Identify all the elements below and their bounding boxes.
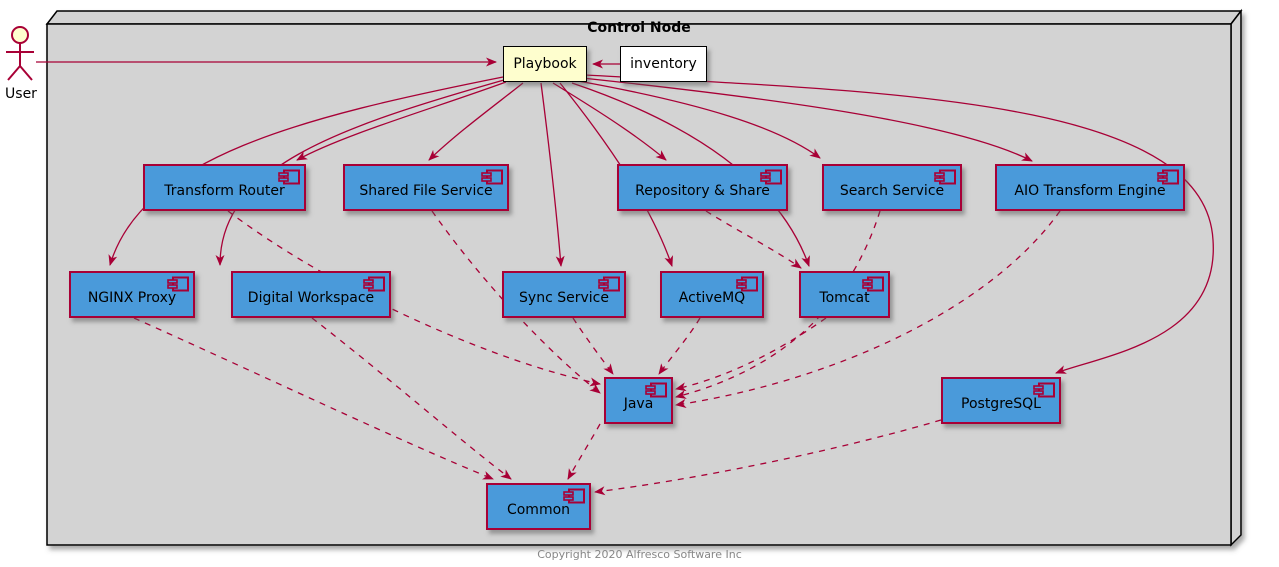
tomcat-label: Tomcat	[819, 290, 870, 306]
activemq-label: ActiveMQ	[678, 290, 746, 306]
component-icon	[760, 169, 782, 185]
search_service-label: Search Service	[839, 183, 945, 199]
component-activemq: ActiveMQ	[660, 271, 764, 318]
edge-playbook-to-aio_transform_engine	[581, 77, 1033, 162]
component-icon	[278, 169, 300, 185]
component-java: Java	[604, 377, 673, 424]
edge-nginx_proxy-to-common	[133, 317, 494, 480]
edge-playbook-to-postgresql	[584, 74, 1214, 374]
edge-playbook-to-tomcat	[571, 82, 810, 267]
component-search_service: Search Service	[822, 164, 962, 211]
user-actor-label: User	[5, 86, 37, 102]
user-actor-icon	[6, 26, 34, 81]
nginx_proxy-label: NGINX Proxy	[87, 290, 177, 306]
copyright-footer: Copyright 2020 Alfresco Software Inc	[537, 548, 742, 561]
common-label: Common	[506, 502, 571, 518]
edge-playbook-to-search_service	[577, 80, 821, 159]
control-node-title: Control Node	[587, 20, 691, 36]
component-shared_file_service: Shared File Service	[343, 164, 509, 211]
artifact-inventory: inventory	[620, 46, 707, 82]
sync_service-label: Sync Service	[519, 290, 609, 306]
control-node-box	[45, 8, 1243, 547]
edge-postgresql-to-common	[594, 419, 942, 496]
component-icon	[363, 276, 385, 292]
component-icon	[563, 488, 585, 504]
edge-tomcat-to-java	[675, 317, 827, 392]
edge-playbook-to-digital_workspace	[215, 79, 505, 266]
edge-repository_share-to-tomcat	[705, 210, 802, 269]
repository_share-label: Repository & Share	[635, 183, 770, 199]
component-nginx_proxy: NGINX Proxy	[69, 271, 195, 318]
edge-playbook-to-transform_router	[296, 81, 507, 161]
component-common: Common	[486, 483, 591, 530]
component-icon	[862, 276, 884, 292]
component-postgresql: PostgreSQL	[941, 377, 1061, 424]
edge-layer	[36, 57, 1214, 496]
edge-search_service-to-java	[675, 210, 881, 399]
component-icon	[481, 169, 503, 185]
java-label: Java	[623, 396, 654, 412]
edge-activemq-to-java	[658, 317, 701, 375]
digital_workspace-label: Digital Workspace	[247, 290, 375, 306]
component-tomcat: Tomcat	[799, 271, 890, 318]
postgresql-label: PostgreSQL	[961, 396, 1041, 412]
edge-digital_workspace-to-common	[311, 317, 512, 480]
edge-playbook-to-shared_file_service	[428, 82, 524, 161]
component-digital_workspace: Digital Workspace	[231, 271, 391, 318]
component-transform_router: Transform Router	[143, 164, 306, 211]
component-icon	[934, 169, 956, 185]
component-icon	[167, 276, 189, 292]
component-sync_service: Sync Service	[502, 271, 626, 318]
edge-sync_service-to-java	[572, 317, 614, 375]
component-repository_share: Repository & Share	[617, 164, 788, 211]
component-icon	[598, 276, 620, 292]
component-icon	[1157, 169, 1179, 185]
component-icon	[645, 382, 667, 398]
edge-transform_router-to-java	[227, 210, 601, 387]
edge-aio_transform_engine-to-java	[675, 210, 1061, 408]
playbook-label: Playbook	[513, 56, 577, 72]
aio_transform_engine-label: AIO Transform Engine	[1014, 183, 1166, 199]
inventory-label: inventory	[630, 56, 697, 72]
edge-playbook-to-sync_service	[540, 82, 565, 267]
component-icon	[736, 276, 758, 292]
artifact-playbook: Playbook	[503, 46, 587, 82]
edge-playbook-to-nginx_proxy	[108, 76, 504, 266]
shared_file_service-label: Shared File Service	[359, 183, 493, 199]
component-aio_transform_engine: AIO Transform Engine	[995, 164, 1185, 211]
edge-java-to-common	[567, 423, 601, 480]
component-icon	[1033, 382, 1055, 398]
transform_router-label: Transform Router	[164, 183, 285, 199]
